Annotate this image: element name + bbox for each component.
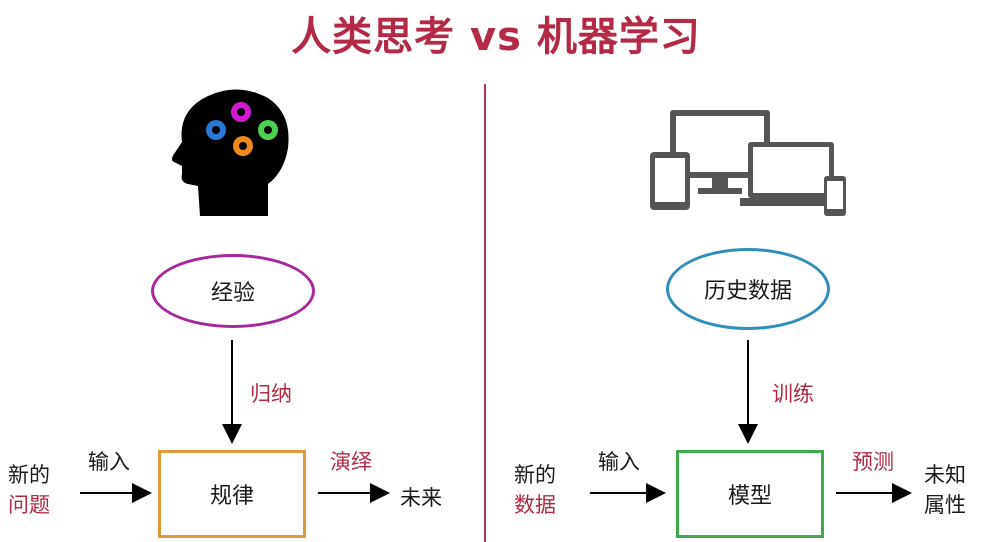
- historical-data-label: 历史数据: [703, 279, 792, 304]
- induction-label: 归纳: [250, 382, 292, 406]
- model-box: 模型: [676, 450, 824, 538]
- deduction-label: 演绎: [330, 450, 372, 474]
- unknown-attributes-line2: 属性: [924, 493, 966, 517]
- rules-box: 规律: [158, 450, 306, 538]
- experience-ellipse: 经验: [151, 254, 315, 328]
- new-problem-line2: 问题: [8, 493, 50, 517]
- experience-label: 经验: [210, 281, 255, 306]
- page-title: 人类思考 vs 机器学习: [291, 14, 701, 60]
- head-with-gears-icon: [172, 89, 289, 216]
- historical-data-ellipse: 历史数据: [666, 248, 830, 330]
- training-label: 训练: [772, 382, 814, 406]
- new-data-line2: 数据: [514, 493, 556, 517]
- new-problem-label: 新的 问题: [8, 460, 50, 520]
- rules-label: 规律: [209, 484, 254, 509]
- machine-input-label: 输入: [598, 450, 640, 474]
- human-input-label: 输入: [88, 450, 130, 474]
- future-label: 未来: [400, 486, 442, 510]
- model-label: 模型: [727, 484, 772, 509]
- unknown-attributes-label: 未知 属性: [924, 460, 966, 520]
- new-data-label: 新的 数据: [514, 460, 556, 520]
- devices-icon: [650, 110, 846, 216]
- unknown-attributes-line1: 未知: [924, 463, 966, 487]
- new-problem-line1: 新的: [8, 463, 50, 487]
- prediction-label: 预测: [852, 450, 894, 474]
- center-divider: [484, 84, 486, 542]
- new-data-line1: 新的: [514, 463, 556, 487]
